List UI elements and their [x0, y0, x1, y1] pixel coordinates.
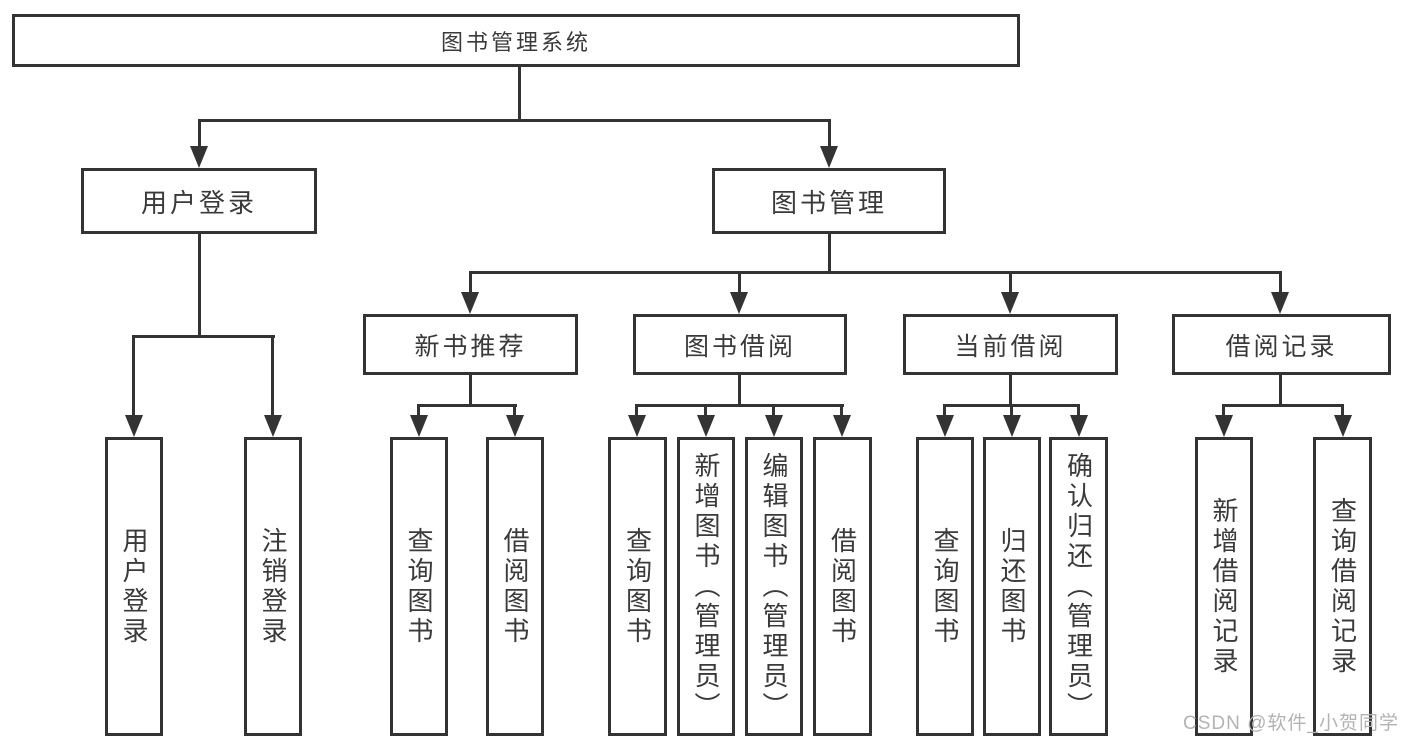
arrow-head-records [1271, 292, 1289, 314]
connector-stem-leaf-logout [271, 335, 274, 417]
connector-recommend-drop [469, 375, 472, 406]
connector-stem-leaf [840, 404, 843, 418]
leaf-label-return-book: 归还图书 [997, 526, 1027, 647]
leaf-add-book-admin: 新增图书（管理员） [677, 437, 735, 736]
connector-stem-leaf [772, 404, 775, 418]
connector-stem-current [1009, 271, 1012, 294]
connector-stem-user-login [198, 119, 201, 151]
arrow-head-leaf-borrow-book [833, 415, 851, 437]
node-label-root: 图书管理系统 [440, 29, 591, 55]
leaf-label-add-borrow-record: 新增借阅记录 [1209, 496, 1239, 677]
node-label-user-login: 用户登录 [140, 187, 257, 218]
connector-stem-records [1279, 271, 1282, 294]
node-label-current-borrowing: 当前借阅 [954, 332, 1067, 361]
connector-stem-leaf [513, 404, 516, 418]
connector-records-branch [1222, 404, 1344, 407]
node-book-management: 图书管理 [712, 168, 946, 234]
leaf-label-query-books-current: 查询图书 [930, 526, 960, 647]
connector-stem-leaf [1010, 404, 1013, 418]
leaf-label-confirm-return-admin: 确认归还（管理员） [1063, 451, 1094, 722]
leaf-query-books-borrowing: 查询图书 [608, 437, 667, 736]
leaf-label-query-books-recommend: 查询图书 [404, 526, 434, 647]
connector-root-drop [518, 67, 521, 119]
connector-stem-borrowing [738, 271, 741, 294]
leaf-borrow-books-recommend: 借阅图书 [486, 437, 544, 736]
arrow-head-leaf-return-book [1003, 415, 1021, 437]
connector-stem-recommend [469, 271, 472, 294]
connector-user-login-branch [133, 335, 275, 338]
leaf-label-user-login: 用户登录 [119, 526, 149, 647]
arrow-head-leaf-borrow-recommend [506, 415, 524, 437]
connector-recommend-branch [417, 404, 517, 407]
arrow-head-leaf-query-borrowing [628, 415, 646, 437]
arrow-head-leaf-add-book [697, 415, 715, 437]
arrow-head-book-mgmt [820, 146, 838, 168]
node-book-borrowing: 图书借阅 [633, 314, 847, 375]
connector-stem-leaf [635, 404, 638, 418]
arrow-head-leaf-add-record [1215, 415, 1233, 437]
leaf-query-borrow-record: 查询借阅记录 [1313, 437, 1372, 736]
connector-records-drop [1279, 375, 1282, 406]
node-current-borrowing: 当前借阅 [903, 314, 1118, 375]
connector-book-mgmt-drop [828, 234, 831, 273]
leaf-label-borrow-book: 借阅图书 [827, 526, 858, 647]
connector-stem-book-mgmt [828, 119, 831, 151]
leaf-label-query-books-borrowing: 查询图书 [622, 526, 653, 647]
connector-user-login-drop [198, 234, 201, 338]
arrow-head-leaf-query-recommend [410, 415, 428, 437]
node-user-login: 用户登录 [81, 168, 317, 234]
arrow-head-recommend [461, 292, 479, 314]
connector-stem-leaf [704, 404, 707, 418]
node-borrowing-records: 借阅记录 [1172, 314, 1391, 375]
node-new-book-recommendation: 新书推荐 [363, 314, 578, 375]
connector-book-mgmt-branch [469, 271, 1282, 274]
connector-stem-leaf [1222, 404, 1225, 418]
arrow-head-leaf-edit-book [765, 415, 783, 437]
node-label-new-book-recommendation: 新书推荐 [414, 332, 527, 361]
connector-stem-leaf [943, 404, 946, 418]
arrow-head-leaf-query-current [936, 415, 954, 437]
connector-borrowing-branch [635, 404, 844, 407]
node-library-management-system: 图书管理系统 [12, 14, 1020, 67]
arrow-head-borrowing [730, 292, 748, 314]
leaf-label-query-borrow-record: 查询借阅记录 [1327, 496, 1358, 677]
leaf-query-books-recommend: 查询图书 [390, 437, 448, 736]
connector-borrowing-drop [738, 375, 741, 406]
leaf-return-book: 归还图书 [983, 437, 1041, 736]
leaf-query-books-current: 查询图书 [916, 437, 974, 736]
arrow-head-leaf-confirm-return [1070, 415, 1088, 437]
node-label-book-management: 图书管理 [770, 187, 887, 218]
arrow-head-leaf-query-record [1334, 415, 1352, 437]
connector-current-drop [1009, 375, 1012, 406]
arrow-head-user-login [190, 146, 208, 168]
arrow-head-leaf-login [125, 415, 143, 437]
connector-stem-leaf [417, 404, 420, 418]
arrow-head-current [1001, 292, 1019, 314]
node-label-borrowing-records: 借阅记录 [1225, 332, 1338, 361]
csdn-watermark: CSDN @软件_小贺同学 [1183, 713, 1399, 734]
leaf-user-login: 用户登录 [105, 437, 163, 736]
leaf-logout: 注销登录 [244, 437, 302, 736]
connector-stem-leaf [1077, 404, 1080, 418]
connector-stem-leaf [1341, 404, 1344, 418]
arrow-head-leaf-logout [264, 415, 282, 437]
leaf-label-borrow-books-recommend: 借阅图书 [500, 526, 530, 647]
leaf-label-edit-book-admin: 编辑图书（管理员） [759, 451, 789, 722]
leaf-label-add-book-admin: 新增图书（管理员） [691, 451, 721, 722]
leaf-confirm-return-admin: 确认归还（管理员） [1049, 437, 1108, 736]
leaf-label-logout: 注销登录 [258, 526, 288, 647]
leaf-borrow-book: 借阅图书 [813, 437, 872, 736]
node-label-book-borrowing: 图书借阅 [683, 332, 796, 361]
leaf-add-borrow-record: 新增借阅记录 [1195, 437, 1253, 736]
connector-l1-branch [198, 119, 831, 122]
leaf-edit-book-admin: 编辑图书（管理员） [745, 437, 803, 736]
connector-stem-leaf-login [132, 335, 135, 417]
